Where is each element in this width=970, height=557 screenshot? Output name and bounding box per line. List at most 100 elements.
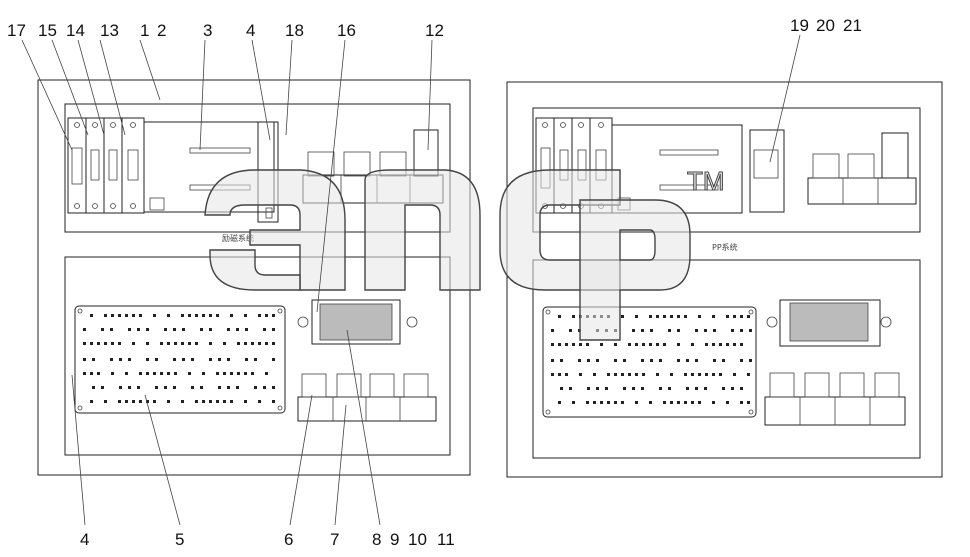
callout-20: 20: [816, 16, 835, 35]
pcb-component: [684, 373, 687, 376]
pcb-component: [649, 315, 652, 318]
pcb-component: [578, 359, 581, 362]
pcb-component: [691, 401, 694, 404]
pcb-component: [659, 359, 662, 362]
pcb-component: [569, 329, 572, 332]
pcb-component: [188, 372, 191, 375]
pcb-component: [83, 358, 86, 361]
pcb-component: [579, 373, 582, 376]
callouts-bottom: 4 5 6 7 8 9 10 11: [80, 530, 455, 549]
callout-7: 7: [330, 530, 339, 549]
pcb-component: [182, 358, 185, 361]
pcb-component: [663, 315, 666, 318]
callout-1: 1: [140, 21, 149, 40]
pcb-component: [740, 401, 743, 404]
pcb-component: [614, 359, 617, 362]
pcb-component: [139, 400, 142, 403]
pcb-component: [642, 343, 645, 346]
pcb-component: [641, 329, 644, 332]
pcb-component: [635, 373, 638, 376]
left-pcb: [74, 305, 286, 414]
pcb-component: [181, 400, 184, 403]
pcb-component: [614, 373, 617, 376]
pcb-component: [244, 314, 247, 317]
pcb-component: [132, 314, 135, 317]
pcb-component: [244, 372, 247, 375]
pcb-component: [558, 373, 561, 376]
pcb-component: [713, 329, 716, 332]
pcb-component: [596, 359, 599, 362]
pcb-component: [174, 372, 177, 375]
pcb-component: [272, 328, 275, 331]
callout-9: 9: [390, 530, 399, 549]
pcb-component: [607, 401, 610, 404]
pcb-component: [118, 400, 121, 403]
callout-16: 16: [337, 21, 356, 40]
pcb-component: [209, 342, 212, 345]
pcb-component: [691, 373, 694, 376]
pcb-component: [92, 358, 95, 361]
pcb-component: [90, 400, 93, 403]
pcb-component: [265, 342, 268, 345]
pcb-component: [272, 358, 275, 361]
pcb-component: [167, 342, 170, 345]
pcb-component: [726, 315, 729, 318]
pcb-component: [227, 328, 230, 331]
right-relays-top: [807, 132, 917, 205]
pcb-component: [182, 328, 185, 331]
pcb-component: [632, 329, 635, 332]
pcb-component: [245, 328, 248, 331]
pcb-component: [623, 359, 626, 362]
pcb-component: [740, 343, 743, 346]
pcb-component: [251, 342, 254, 345]
callout-17: 17: [7, 21, 26, 40]
pcb-component: [153, 400, 156, 403]
pcb-component: [558, 315, 561, 318]
pcb-component: [236, 386, 239, 389]
watermark-logo: [204, 169, 691, 341]
pcb-component: [181, 314, 184, 317]
pcb-component: [164, 328, 167, 331]
pcb-component: [216, 400, 219, 403]
pcb-component: [146, 358, 149, 361]
right-cabinet: PP系统: [506, 81, 943, 478]
pcb-component: [153, 372, 156, 375]
callout-6: 6: [284, 530, 293, 549]
pcb-component: [560, 387, 563, 390]
pcb-component: [202, 314, 205, 317]
pcb-component: [90, 372, 93, 375]
pcb-component: [740, 315, 743, 318]
pcb-component: [83, 372, 86, 375]
pcb-component: [237, 372, 240, 375]
callout-5: 5: [175, 530, 184, 549]
pcb-component: [101, 328, 104, 331]
pcb-component: [209, 358, 212, 361]
pcb-component: [216, 314, 219, 317]
pcb-component: [731, 329, 734, 332]
right-breakers: [535, 117, 613, 214]
pcb-component: [649, 343, 652, 346]
pcb-component: [670, 373, 673, 376]
pcb-component: [230, 314, 233, 317]
pcb-component: [237, 342, 240, 345]
callouts-top: 17 15 14 13 1 2 3 4 18 16 12 19 20 21: [7, 16, 862, 40]
pcb-component: [587, 359, 590, 362]
pcb-component: [569, 387, 572, 390]
pcb-component: [90, 342, 93, 345]
pcb-component: [111, 314, 114, 317]
pcb-component: [128, 328, 131, 331]
callout-21: 21: [843, 16, 862, 35]
pcb-component: [691, 343, 694, 346]
pcb-component: [258, 342, 261, 345]
pcb-component: [614, 343, 617, 346]
pcb-component: [650, 329, 653, 332]
pcb-component: [202, 372, 205, 375]
pcb-component: [733, 343, 736, 346]
callout-11: 11: [437, 530, 455, 549]
pcb-component: [712, 401, 715, 404]
pcb-component: [704, 387, 707, 390]
pcb-component: [656, 343, 659, 346]
right-relays-bottom: [764, 372, 906, 426]
pcb-component: [641, 387, 644, 390]
